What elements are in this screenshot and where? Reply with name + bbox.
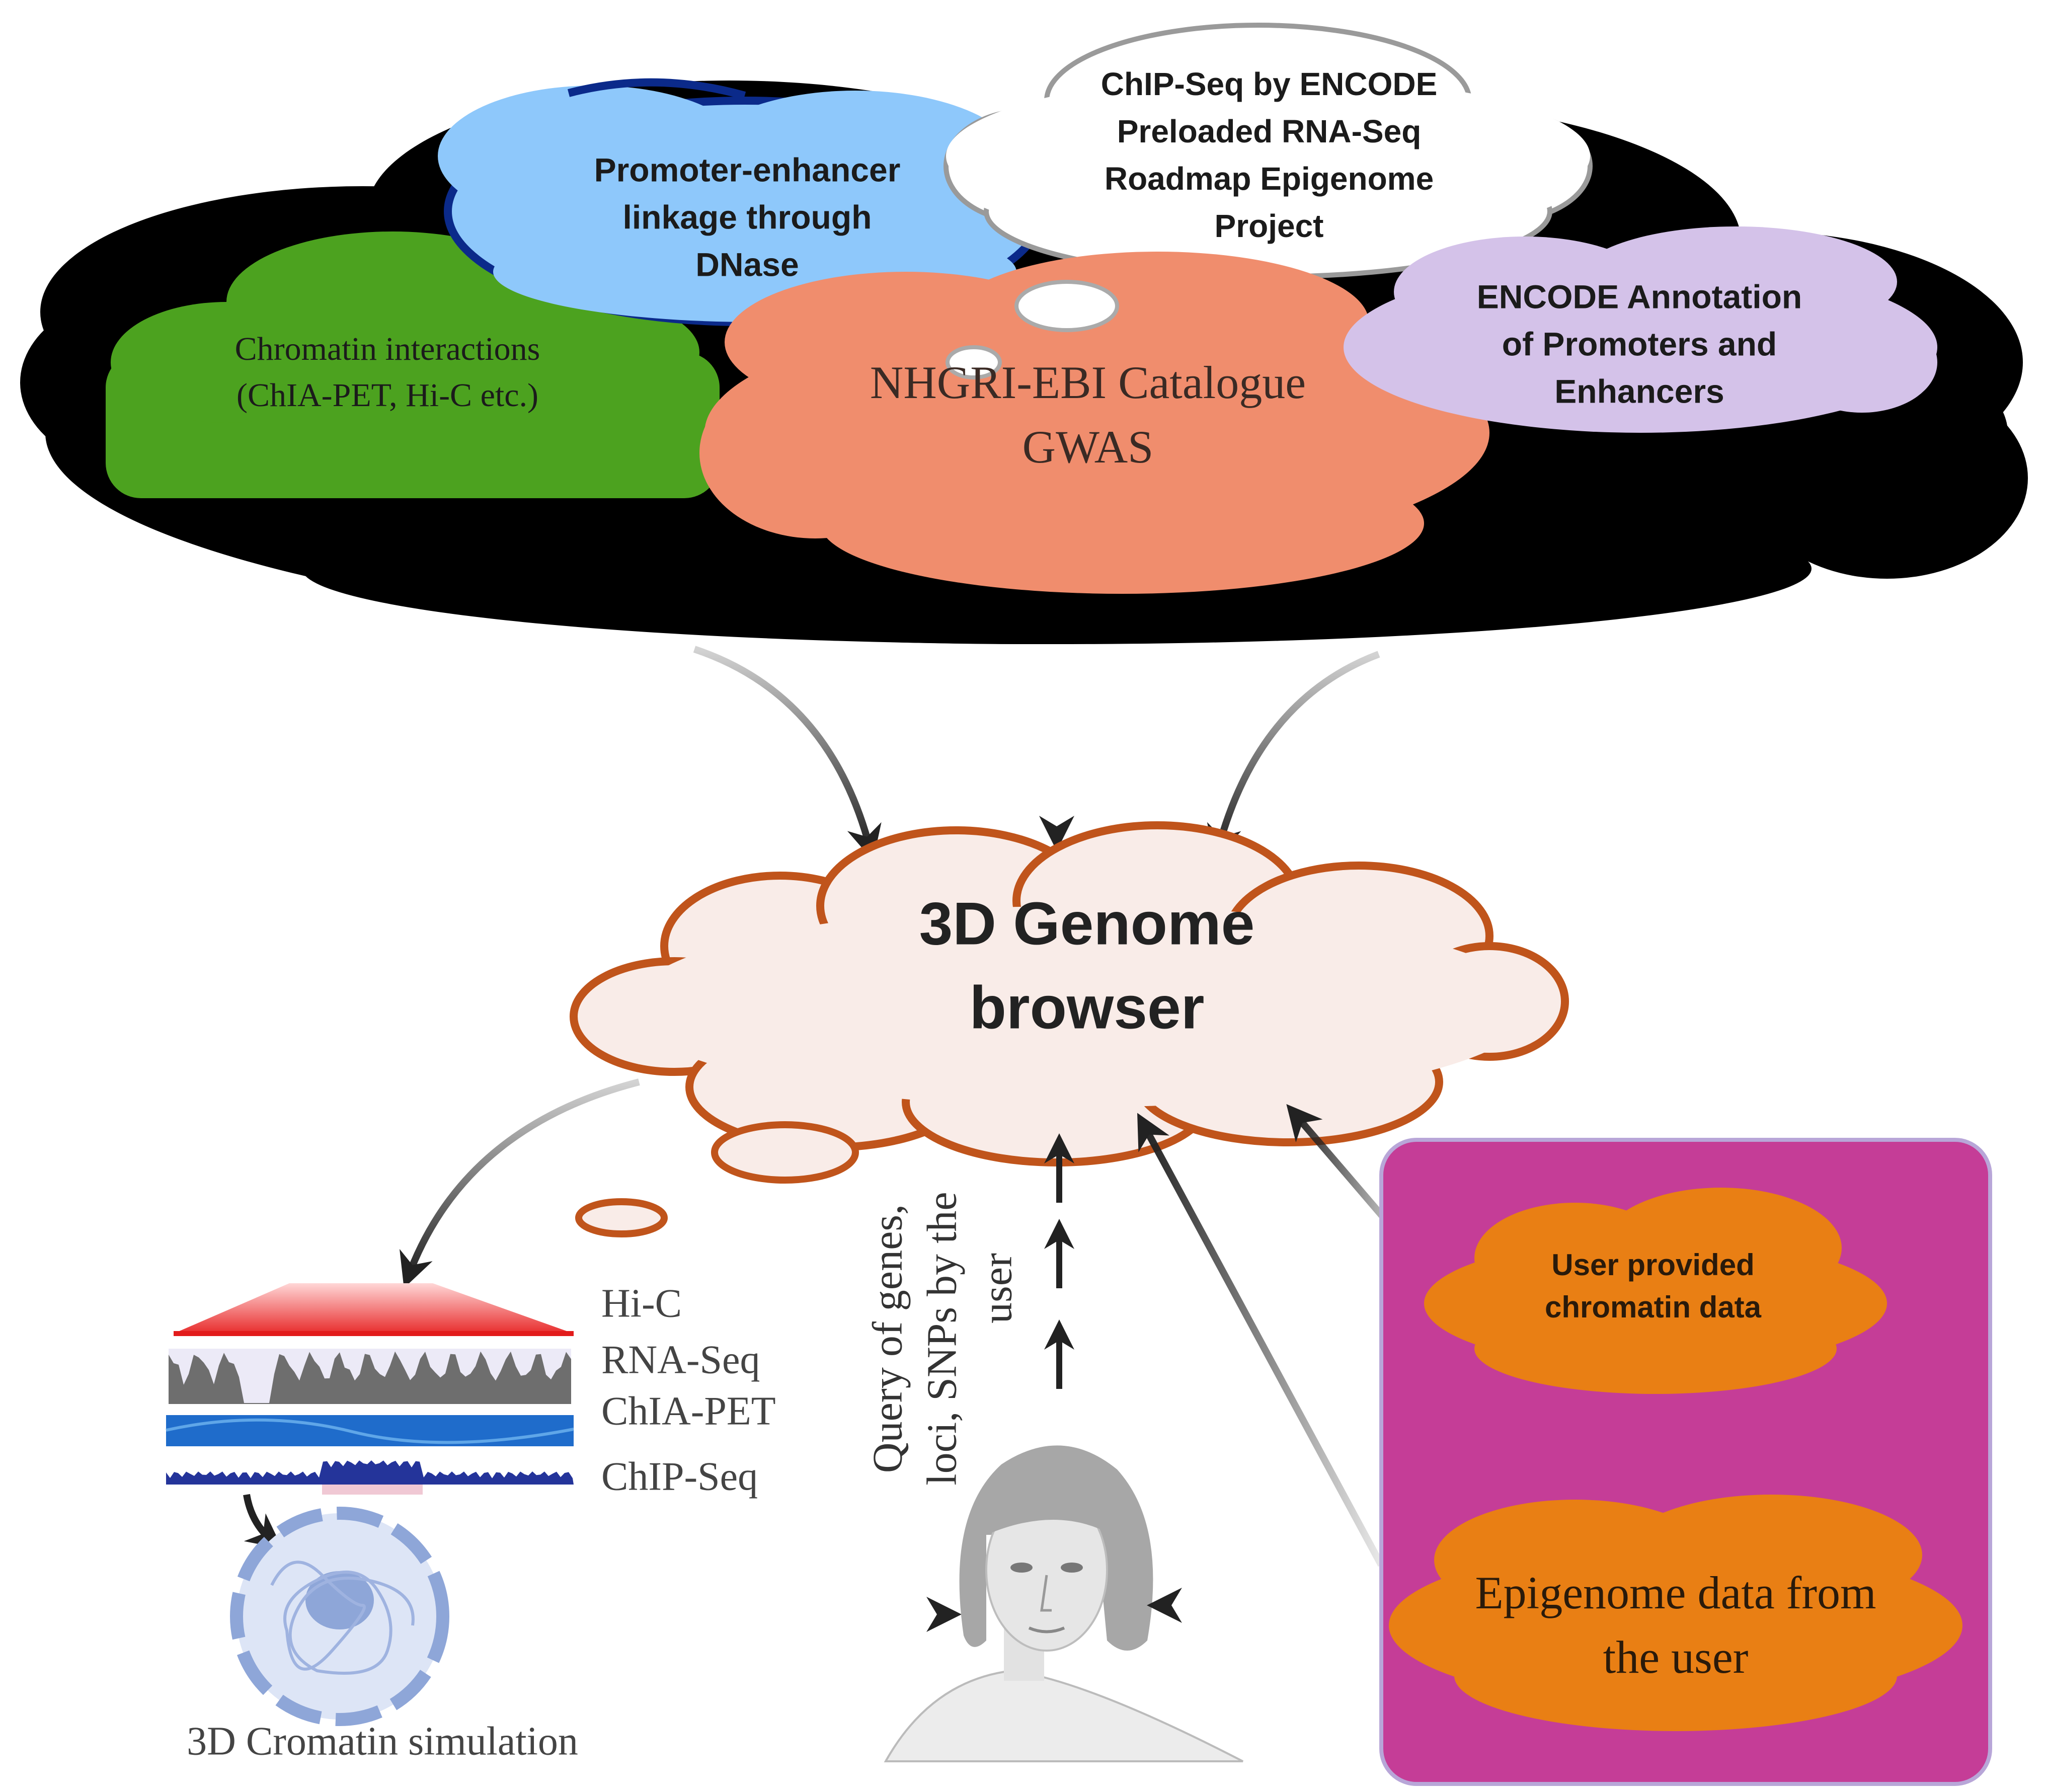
chipseq-line-1: ChIP-Seq by ENCODE <box>1101 66 1438 102</box>
promoter-line-3: DNase <box>695 246 799 283</box>
user-data-panel: User provided chromatin data Epigenome d… <box>1379 1138 1992 1786</box>
chipseq-line-3: Roadmap Epigenome <box>1105 161 1434 197</box>
arrow-right-in <box>1207 651 1380 861</box>
chromatin-line-2: (ChIA-PET, Hi-C etc.) <box>237 377 538 414</box>
track-label-chipseq: ChIP-Seq <box>601 1454 758 1499</box>
promoter-line-1: Promoter-enhancer <box>594 151 901 188</box>
gwas-cloud: NHGRI-EBI Catalogue GWAS <box>699 252 1489 594</box>
user-chromatin-line-2: chromatin data <box>1545 1290 1762 1324</box>
browser-title-line-1: 3D Genome <box>919 890 1255 958</box>
query-line-3: user <box>974 1253 1020 1323</box>
user-chromatin-line-1: User provided <box>1551 1248 1754 1282</box>
user-epigenome-cloud <box>1389 1495 1962 1731</box>
chipseq-line-4: Project <box>1215 208 1324 244</box>
encode-annotation-cloud: ENCODE Annotation of Promoters and Enhan… <box>1344 226 1937 433</box>
user-epigenome-line-2: the user <box>1603 1631 1749 1683</box>
genome-track-icon <box>166 1283 574 1495</box>
encode-chipseq-cloud: ChIP-Seq by ENCODE Preloaded RNA-Seq Roa… <box>943 23 1593 279</box>
encode-line-1: ENCODE Annotation <box>1477 278 1802 315</box>
epigenome-to-browser-arrow <box>1137 1113 1385 1567</box>
track-label-rnaseq: RNA-Seq <box>601 1338 760 1382</box>
query-label: Query of genes, loci, SNPs by the user <box>864 1192 1020 1485</box>
sources-to-browser-arrows <box>693 646 1380 861</box>
user-epigenome-line-1: Epigenome data from <box>1475 1567 1876 1618</box>
encode-line-2: of Promoters and <box>1502 325 1777 362</box>
track-label-chiapet: ChIA-PET <box>601 1389 776 1433</box>
chromatin-line-1: Chromatin interactions <box>235 331 540 367</box>
gwas-line-1: NHGRI-EBI Catalogue <box>870 357 1306 408</box>
browser-to-tracks-arrow <box>400 1078 640 1288</box>
genome-browser-cloud: 3D Genome browser <box>570 821 1569 1166</box>
tracks-to-nucleus-arrow <box>243 1494 283 1549</box>
nucleus-icon <box>230 1507 449 1726</box>
user-person-icon <box>884 1445 1243 1762</box>
browser-title-line-2: browser <box>970 974 1205 1042</box>
simulation-label: 3D Cromatin simulation <box>187 1719 578 1763</box>
chipseq-line-2: Preloaded RNA-Seq <box>1117 113 1422 149</box>
encode-line-3: Enhancers <box>1554 372 1724 410</box>
user-chromatin-cloud <box>1424 1188 1887 1394</box>
chromatin-interactions-cloud: Chromatin interactions (ChIA-PET, Hi-C e… <box>106 231 720 498</box>
thought-bubbles <box>575 1121 859 1237</box>
promoter-line-2: linkage through <box>623 198 872 236</box>
track-label-hic: Hi-C <box>601 1281 682 1326</box>
arrow-left-in <box>693 646 882 861</box>
query-line-2: loci, SNPs by the <box>918 1192 965 1485</box>
gwas-line-2: GWAS <box>1023 421 1154 473</box>
query-line-1: Query of genes, <box>864 1204 911 1473</box>
promoter-enhancer-cloud: Promoter-enhancer linkage through DNase <box>438 78 1046 326</box>
